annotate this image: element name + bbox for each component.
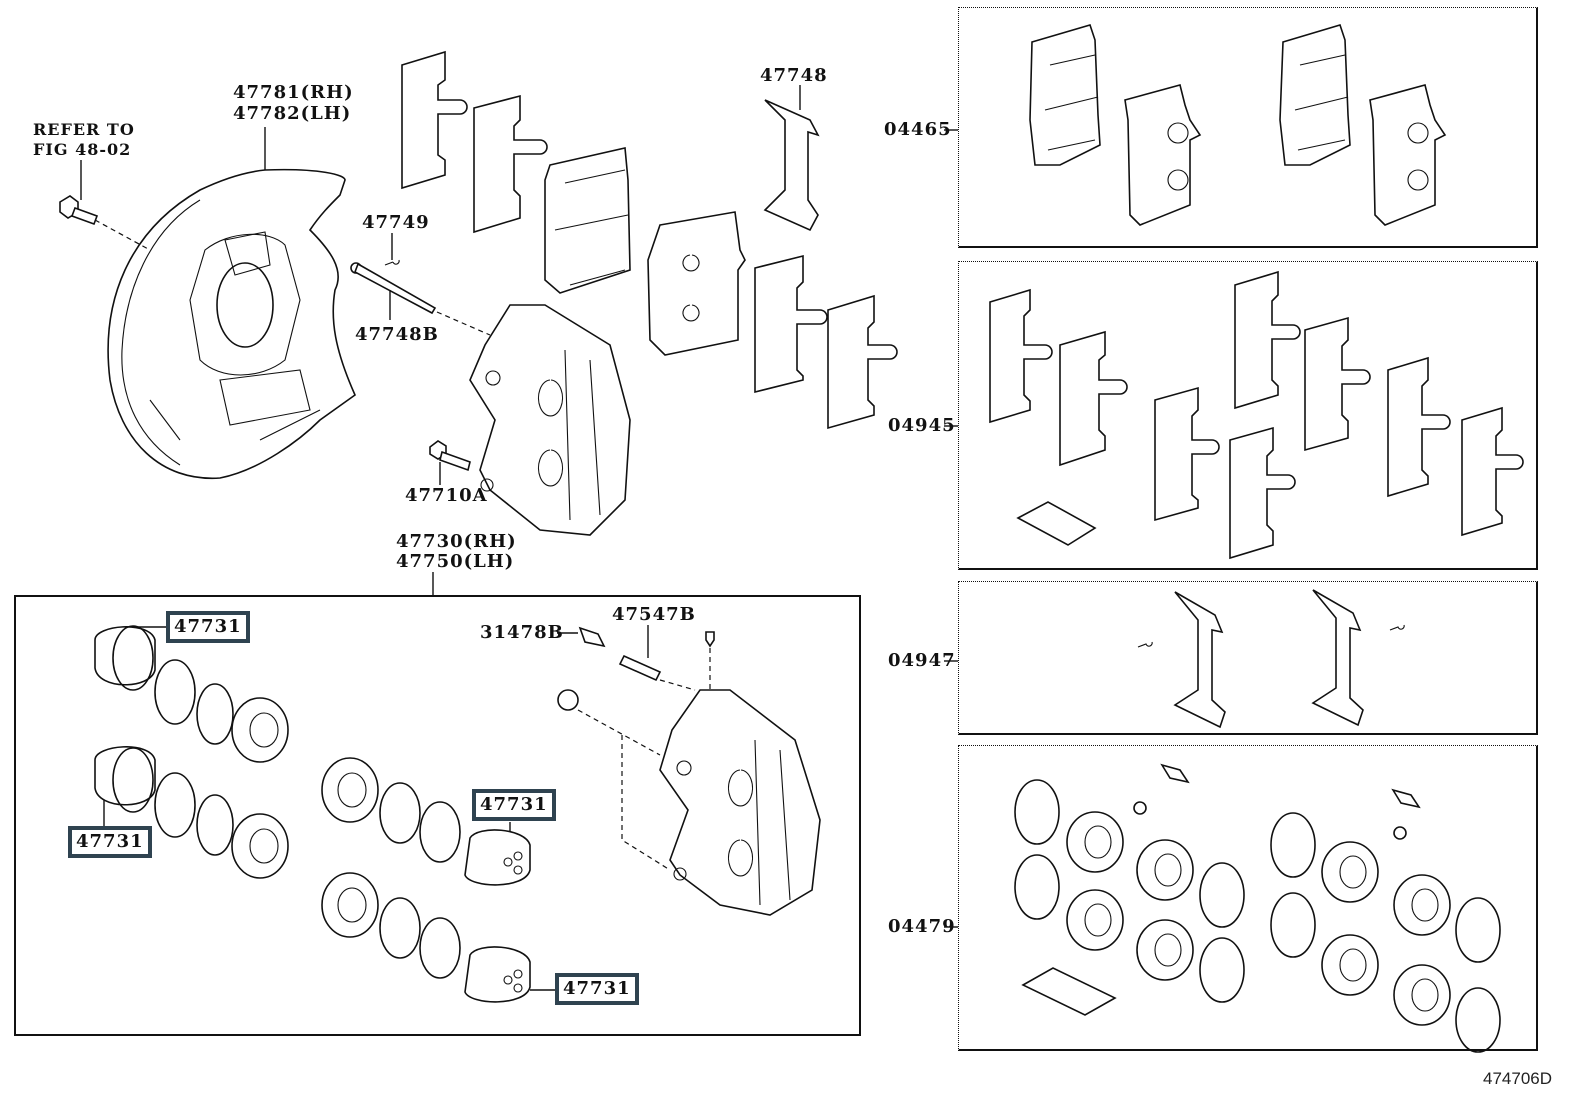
label-bolt[interactable]: 47710A (405, 485, 488, 506)
label-caliper-rh[interactable]: 47730(RH) (396, 531, 517, 552)
kit-panel-shim-kit[interactable] (958, 261, 1538, 570)
kit-panel-cylinder-kit[interactable] (958, 745, 1538, 1051)
bolt-axis (94, 219, 151, 251)
label-kit-shim[interactable]: 04945 (888, 415, 956, 436)
kit-panel-spring-kit[interactable] (958, 581, 1538, 735)
highlight-label-piston-lower-left[interactable]: 47731 (68, 826, 152, 858)
grease-packet-icon (1016, 501, 1097, 546)
label-clip[interactable]: 47749 (362, 212, 430, 233)
label-bleeder-plug[interactable]: 47547B (612, 604, 696, 625)
bleeder-parts-icon (557, 626, 715, 711)
grease-packet-icon (1021, 967, 1117, 1016)
figure-id: 474706D (1483, 1069, 1553, 1088)
label-kit-spring[interactable]: 04947 (888, 650, 956, 671)
shim-icon (754, 254, 898, 430)
highlight-label-piston-upper-left[interactable]: 47731 (166, 611, 250, 643)
label-bleeder-cap[interactable]: 31478B (480, 622, 564, 643)
highlight-label-piston-bottom[interactable]: 47731 (555, 973, 639, 1005)
shim-icon (401, 50, 548, 234)
label-kit-pad[interactable]: 04465 (884, 119, 952, 140)
label-pin[interactable]: 47748B (355, 324, 439, 345)
shim-kit-icon (989, 270, 1524, 560)
refer-note-line2[interactable]: FIG 48-02 (33, 140, 132, 159)
piston-seal-set-icon (94, 625, 531, 1003)
pin-icon (350, 262, 437, 315)
clip-icon (1137, 641, 1153, 648)
pin-axis-lower (577, 709, 671, 871)
clip-icon (384, 259, 400, 266)
label-dust-cover-rh[interactable]: 47781(RH) (233, 82, 354, 103)
label-spring[interactable]: 47748 (760, 65, 828, 86)
label-caliper-lh[interactable]: 47750(LH) (396, 551, 515, 572)
seal-kit-icon (1014, 763, 1501, 1053)
kit-panel-pad-kit[interactable] (958, 7, 1538, 248)
dust-cover-icon (107, 168, 356, 479)
label-kit-cylinder[interactable]: 04479 (888, 916, 956, 937)
refer-note-line1: REFER TO (33, 120, 135, 139)
caliper-body-icon (659, 689, 821, 916)
pad-spring-icon (763, 99, 820, 232)
clip-icon (1389, 624, 1405, 631)
pad-kit-icon (1029, 24, 1447, 226)
pin-axis (436, 311, 491, 336)
label-dust-cover-lh[interactable]: 47782(LH) (233, 103, 352, 124)
brake-pad-icon (544, 147, 746, 356)
dust-cover-bolt-icon (59, 195, 99, 226)
highlight-label-piston-middle[interactable]: 47731 (472, 789, 556, 821)
spring-kit-icon (1137, 589, 1405, 729)
caliper-bolt-icon (429, 440, 471, 472)
bleeder-axis (659, 679, 696, 691)
caliper-assembly-box (14, 595, 861, 1036)
caliper-icon (469, 304, 631, 536)
